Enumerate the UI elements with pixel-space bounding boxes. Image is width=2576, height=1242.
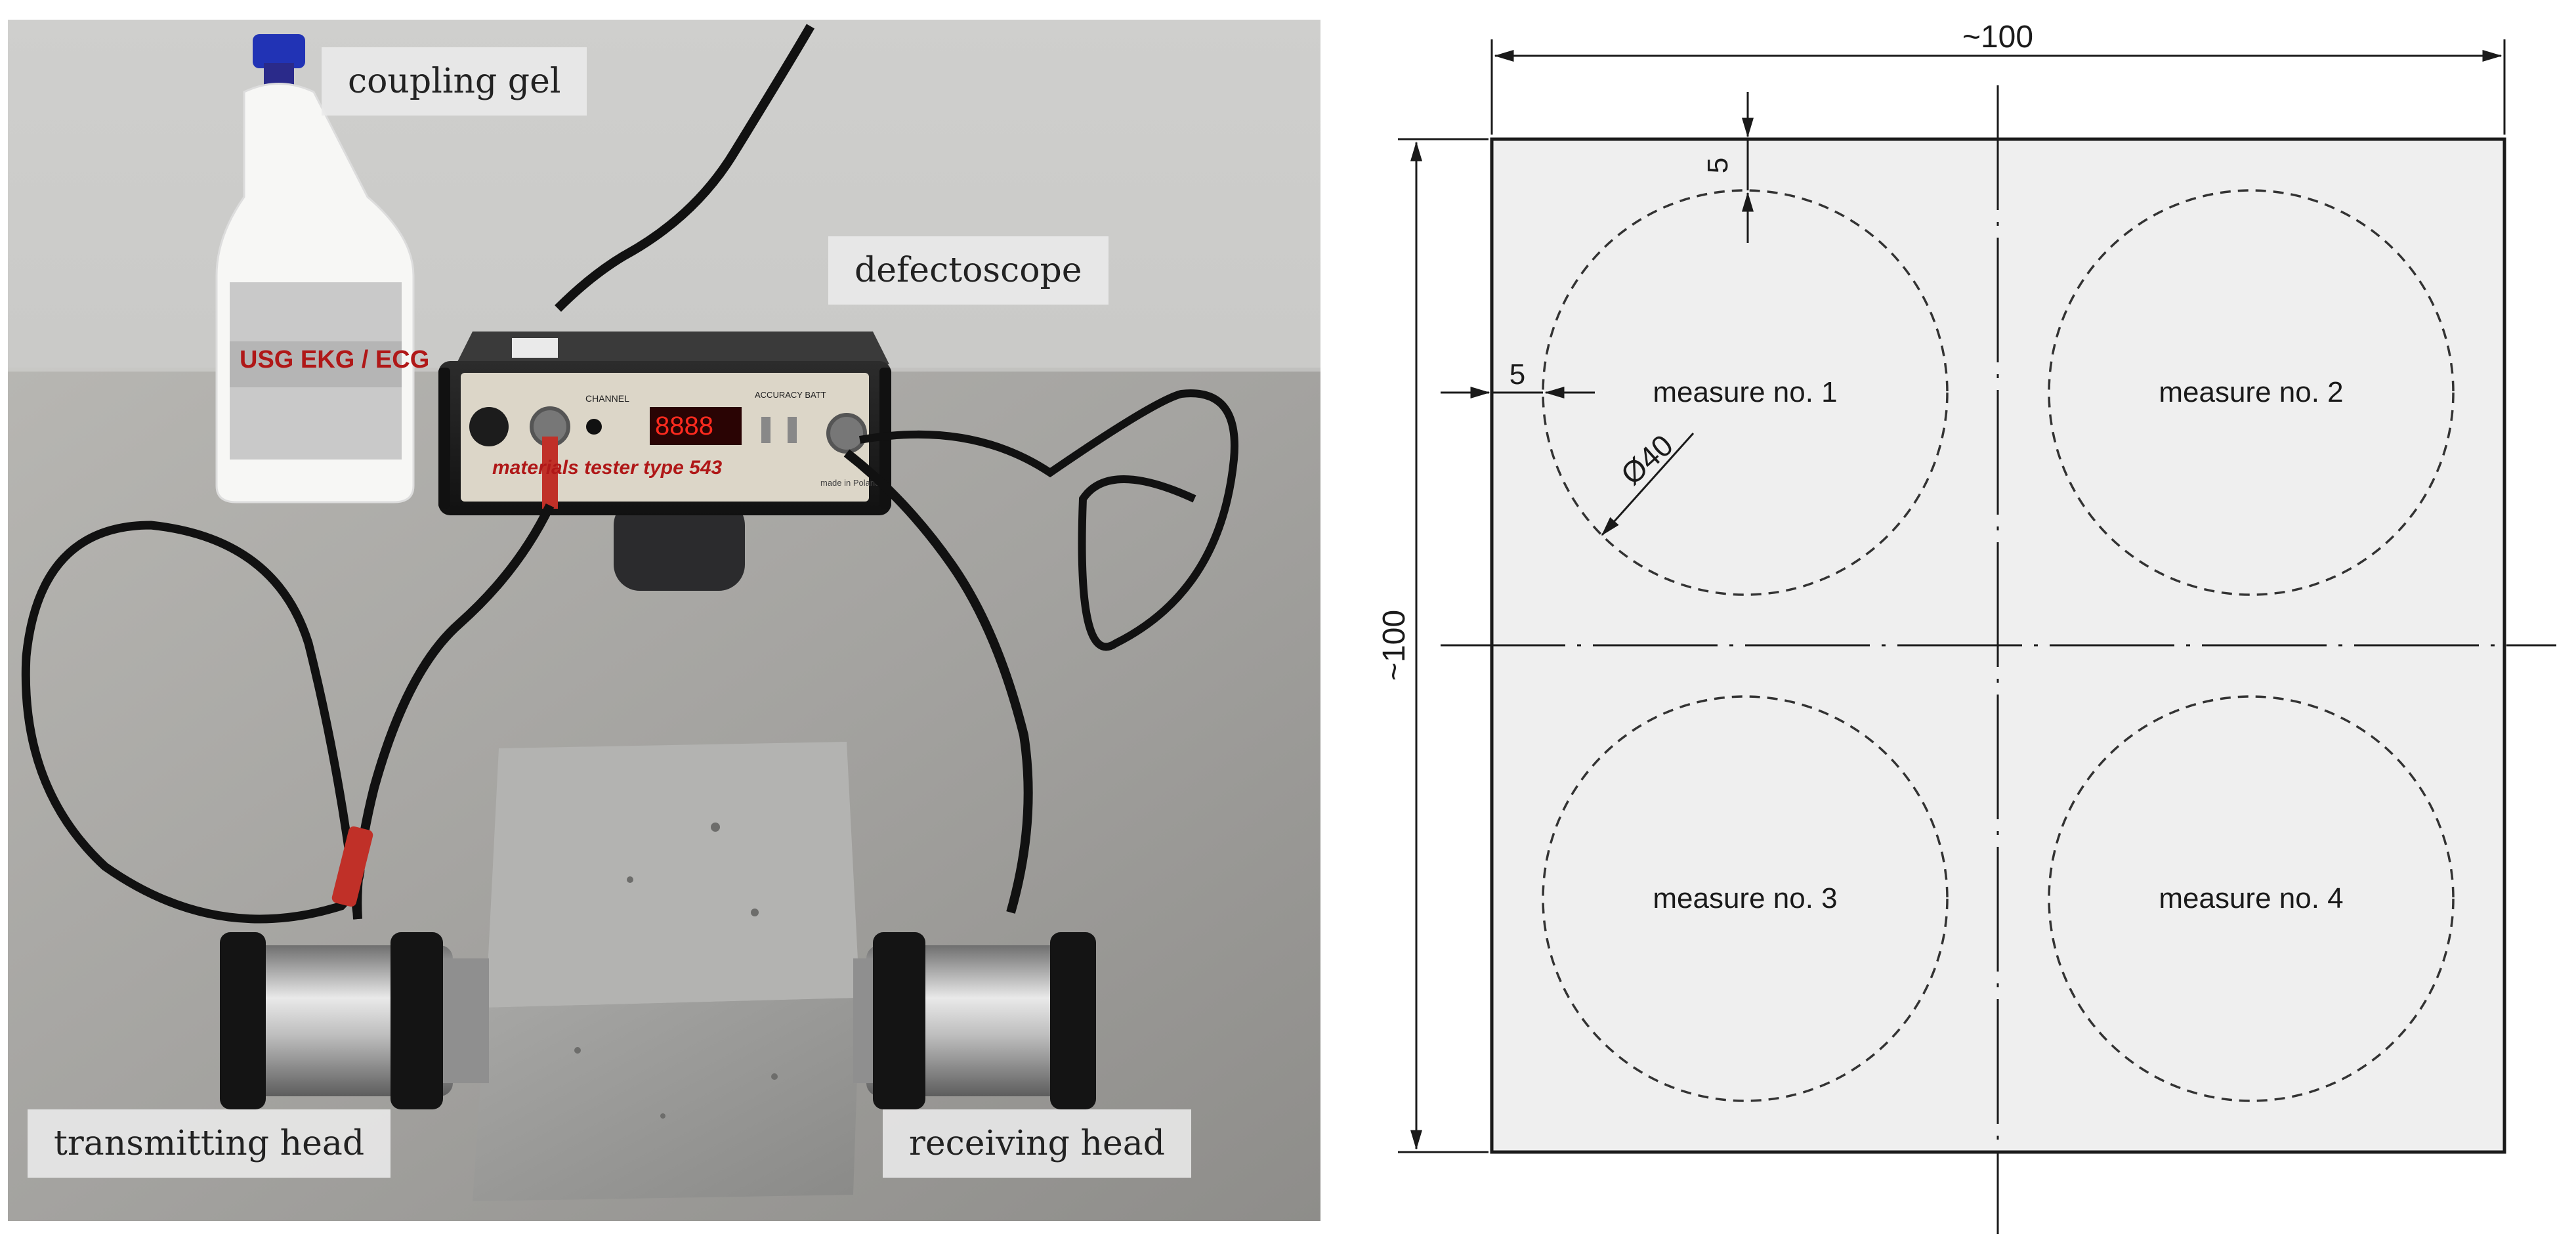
label-defectoscope: defectoscope — [828, 236, 1109, 305]
measure-circle-2 — [2048, 189, 2455, 596]
receiver-cable — [843, 449, 1033, 914]
power-cable — [555, 24, 815, 312]
defectoscope-device: 8888 CHANNEL ACCURACY BATT materials tes… — [438, 332, 891, 515]
device-display: 8888 — [655, 412, 713, 440]
label-receiving-head: receiving head — [883, 1109, 1192, 1178]
specimen-drawing: ~100 ~100 5 5 Ø40 measure no. 1 measure … — [1377, 20, 2556, 1234]
width-dimension-text: ~100 — [1962, 20, 2033, 54]
top-offset-text: 5 — [1702, 158, 1734, 173]
device-accuracy-text: ACCURACY BATT — [755, 390, 826, 400]
label-coupling-gel: coupling gel — [322, 47, 587, 116]
left-loop-cable — [21, 521, 365, 924]
setup-photo: USG EKG / ECG 8888 CHANNEL ACCURACY BATT… — [8, 20, 1320, 1221]
device-channel-text: CHANNEL — [585, 393, 629, 404]
label-transmitting-head: transmitting head — [28, 1109, 391, 1178]
gel-bottle: USG EKG / ECG — [215, 34, 429, 503]
receiving-head-probe — [853, 932, 1096, 1109]
concrete-cube — [473, 742, 860, 1201]
right-loop-cable — [858, 389, 1238, 651]
measure-label-1: measure no. 1 — [1653, 376, 1837, 408]
measure-label-4: measure no. 4 — [2159, 882, 2343, 914]
device-stand — [614, 499, 745, 591]
device-brand-text: materials tester type 543 — [492, 457, 723, 479]
device-made-in-text: made in Poland — [820, 478, 879, 488]
gel-bottle-text: USG EKG / ECG — [240, 346, 429, 374]
diameter-leader — [1601, 432, 1695, 536]
measure-circle-4 — [2048, 695, 2455, 1102]
measure-label-3: measure no. 3 — [1653, 882, 1837, 914]
transmitting-head-probe — [220, 932, 489, 1109]
height-dimension-text: ~100 — [1377, 610, 1412, 681]
measure-circle-1 — [1542, 189, 1949, 596]
measure-circle-3 — [1542, 695, 1949, 1102]
measure-label-2: measure no. 2 — [2159, 376, 2343, 408]
left-offset-text: 5 — [1510, 358, 1525, 391]
